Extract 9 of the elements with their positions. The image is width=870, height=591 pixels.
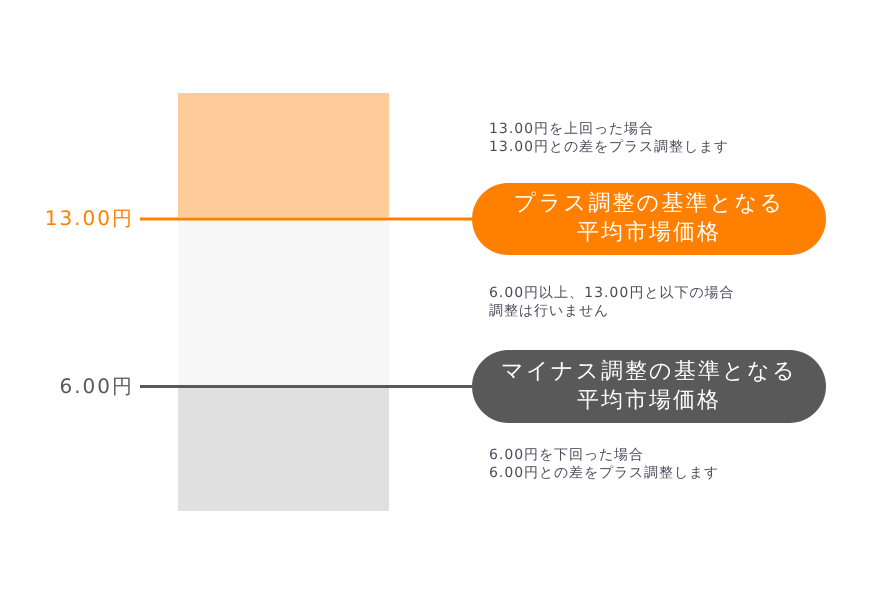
price-value: 13.00円 bbox=[20, 203, 134, 233]
condition-note: 6.00円を下回った場合 6.00円との差をプラス調整します bbox=[489, 446, 720, 482]
price-pill: プラス調整の基準となる平均市場価格 bbox=[472, 183, 826, 255]
price-pill: マイナス調整の基準となる平均市場価格 bbox=[472, 350, 826, 423]
condition-note: 13.00円を上回った場合 13.00円との差をプラス調整します bbox=[489, 120, 730, 156]
connector-line bbox=[140, 385, 472, 388]
price-value: 6.00円 bbox=[20, 371, 134, 401]
connector-line bbox=[140, 218, 472, 220]
condition-note: 6.00円以上、13.00円と以下の場合調整は行いません bbox=[489, 284, 736, 320]
